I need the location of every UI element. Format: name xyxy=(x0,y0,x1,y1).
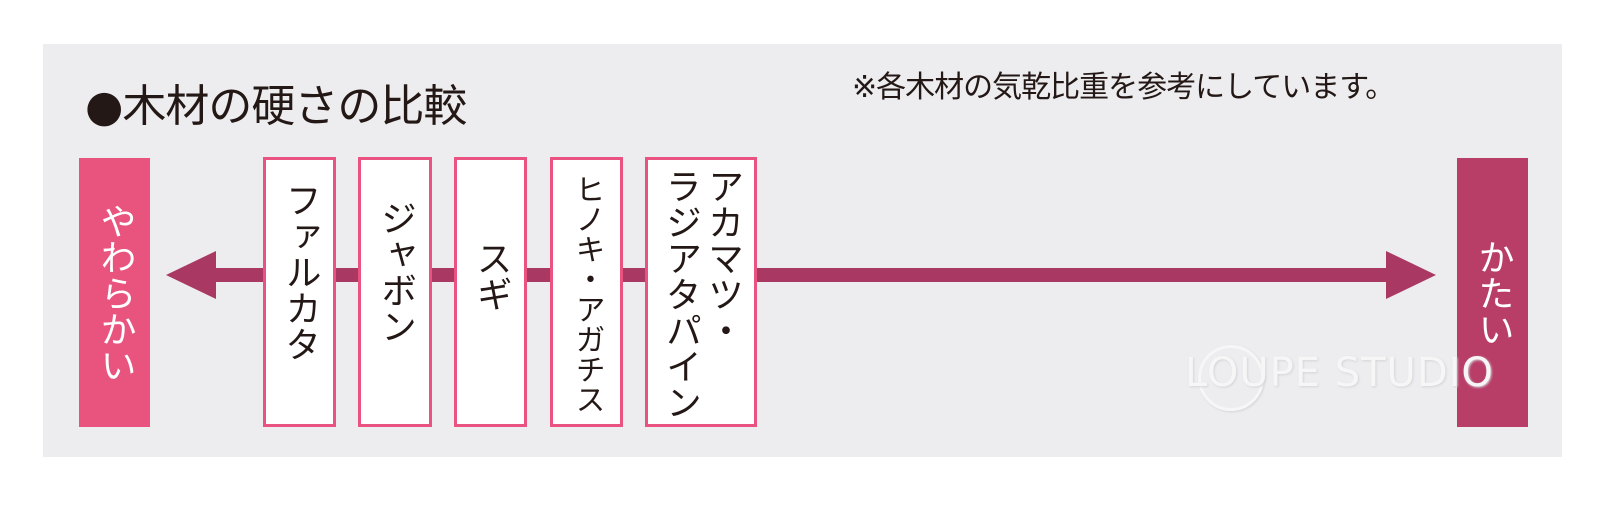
soft-label-text: やわらかい xyxy=(94,202,136,383)
arrow-right-icon xyxy=(1386,251,1436,299)
wood-box-falcata: ファルカタ xyxy=(263,157,336,427)
wood-name: ファルカタ xyxy=(279,182,321,362)
wood-name-line1: アカマツ・ xyxy=(702,168,743,348)
hard-end-label: かたい xyxy=(1457,158,1528,427)
wood-name: スギ xyxy=(470,240,512,312)
arrow-left-icon xyxy=(166,251,216,299)
watermark-logo-icon xyxy=(1198,345,1264,411)
wood-name: ヒノキ・アガチス xyxy=(569,174,605,414)
wood-name: ジャボン xyxy=(375,200,416,344)
hard-label-text: かたい xyxy=(1472,238,1514,347)
wood-name-line2: ラジアタパイン xyxy=(660,168,701,420)
wood-name: アカマツ・ ラジアタパイン xyxy=(659,168,743,420)
wood-box-sugi: スギ xyxy=(454,157,527,427)
soft-end-label: やわらかい xyxy=(79,158,150,427)
wood-box-hinoki-agathis: ヒノキ・アガチス xyxy=(550,157,623,427)
footnote: ※各木材の気乾比重を参考にしています。 xyxy=(852,70,1395,105)
diagram-title: ●木材の硬さの比較 xyxy=(85,81,467,132)
watermark: LOUPE STUDIO xyxy=(1185,350,1494,396)
wood-box-jabon: ジャボン xyxy=(358,157,432,427)
wood-box-akamatsu-radiata-pine: アカマツ・ ラジアタパイン xyxy=(645,157,757,427)
